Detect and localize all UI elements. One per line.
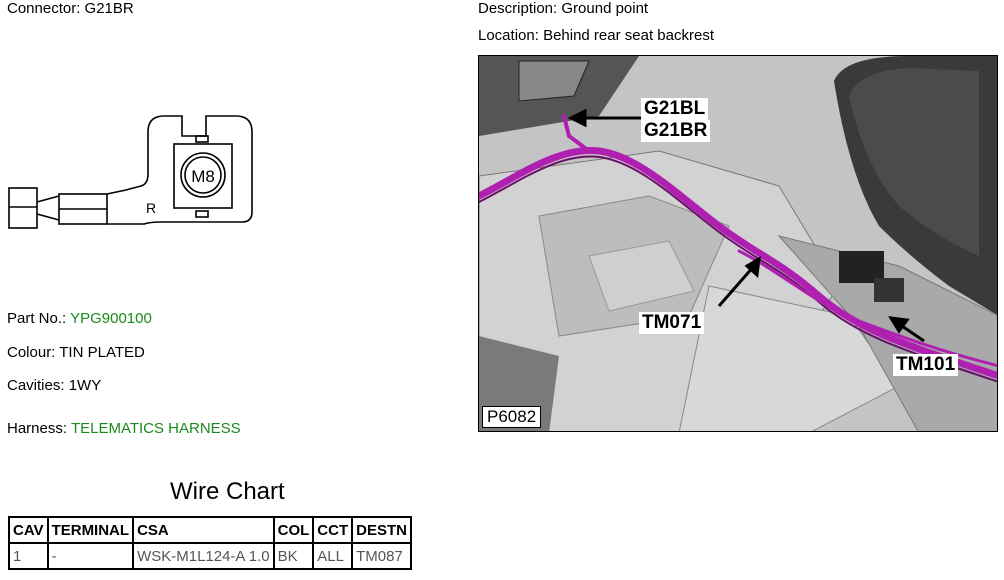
header-csa: CSA [132, 516, 275, 544]
connector-heading: Connector: G21BR [7, 0, 134, 17]
cell-terminal: - [46, 542, 135, 570]
callout-g21br: G21BR [641, 120, 711, 142]
ring-terminal-drawing: M8 R [8, 115, 253, 229]
callout-tm071: TM071 [639, 312, 705, 334]
description-value: Ground point [561, 0, 649, 17]
colour-label: Colour: [7, 344, 56, 361]
description-line: Description: Ground point [478, 0, 648, 17]
connector-label: Connector: [7, 0, 81, 17]
description-label: Description: [478, 0, 558, 17]
part-number-line: Part No.: YPG900100 [7, 310, 152, 327]
part-number-link[interactable]: YPG900100 [70, 310, 152, 327]
location-value: Behind rear seat backrest [543, 27, 714, 44]
location-photo: G21BL G21BR TM071 TM101 P6082 [478, 55, 998, 432]
part-number-label: Part No.: [7, 310, 67, 327]
table-row: 1 - WSK-M1L124-A 1.0 BK ALL TM087 [8, 542, 412, 570]
callout-g21bl: G21BL [641, 98, 709, 120]
colour-line: Colour: TIN PLATED [7, 344, 145, 361]
table-header-row: CAV TERMINAL CSA COL CCT DESTN [8, 516, 412, 544]
harness-line: Harness: TELEMATICS HARNESS [7, 420, 241, 437]
colour-value: TIN PLATED [59, 344, 145, 361]
header-col: COL [272, 516, 315, 544]
header-cav: CAV [8, 516, 49, 544]
header-cct: CCT [312, 516, 354, 544]
header-terminal: TERMINAL [46, 516, 135, 544]
wire-chart-table: CAV TERMINAL CSA COL CCT DESTN 1 - WSK-M… [8, 516, 412, 570]
cell-col: BK [272, 542, 315, 570]
header-destn: DESTN [351, 516, 412, 544]
cell-cav: 1 [8, 542, 49, 570]
cavities-label: Cavities: [7, 377, 65, 394]
cell-csa: WSK-M1L124-A 1.0 [132, 542, 275, 570]
callout-tm101: TM101 [893, 354, 959, 376]
photo-id-label: P6082 [482, 406, 542, 428]
stud-size-label: M8 [191, 167, 215, 186]
side-mark: R [146, 200, 156, 216]
cavities-value: 1WY [68, 377, 102, 394]
harness-label: Harness: [7, 420, 68, 437]
cell-destn[interactable]: TM087 [351, 542, 412, 570]
location-label: Location: [478, 27, 539, 44]
location-line: Location: Behind rear seat backrest [478, 27, 714, 44]
wire-chart-title: Wire Chart [170, 478, 285, 505]
cavities-line: Cavities: 1WY [7, 377, 101, 394]
harness-link[interactable]: TELEMATICS HARNESS [70, 420, 241, 437]
cell-cct: ALL [312, 542, 354, 570]
connector-value: G21BR [84, 0, 134, 17]
